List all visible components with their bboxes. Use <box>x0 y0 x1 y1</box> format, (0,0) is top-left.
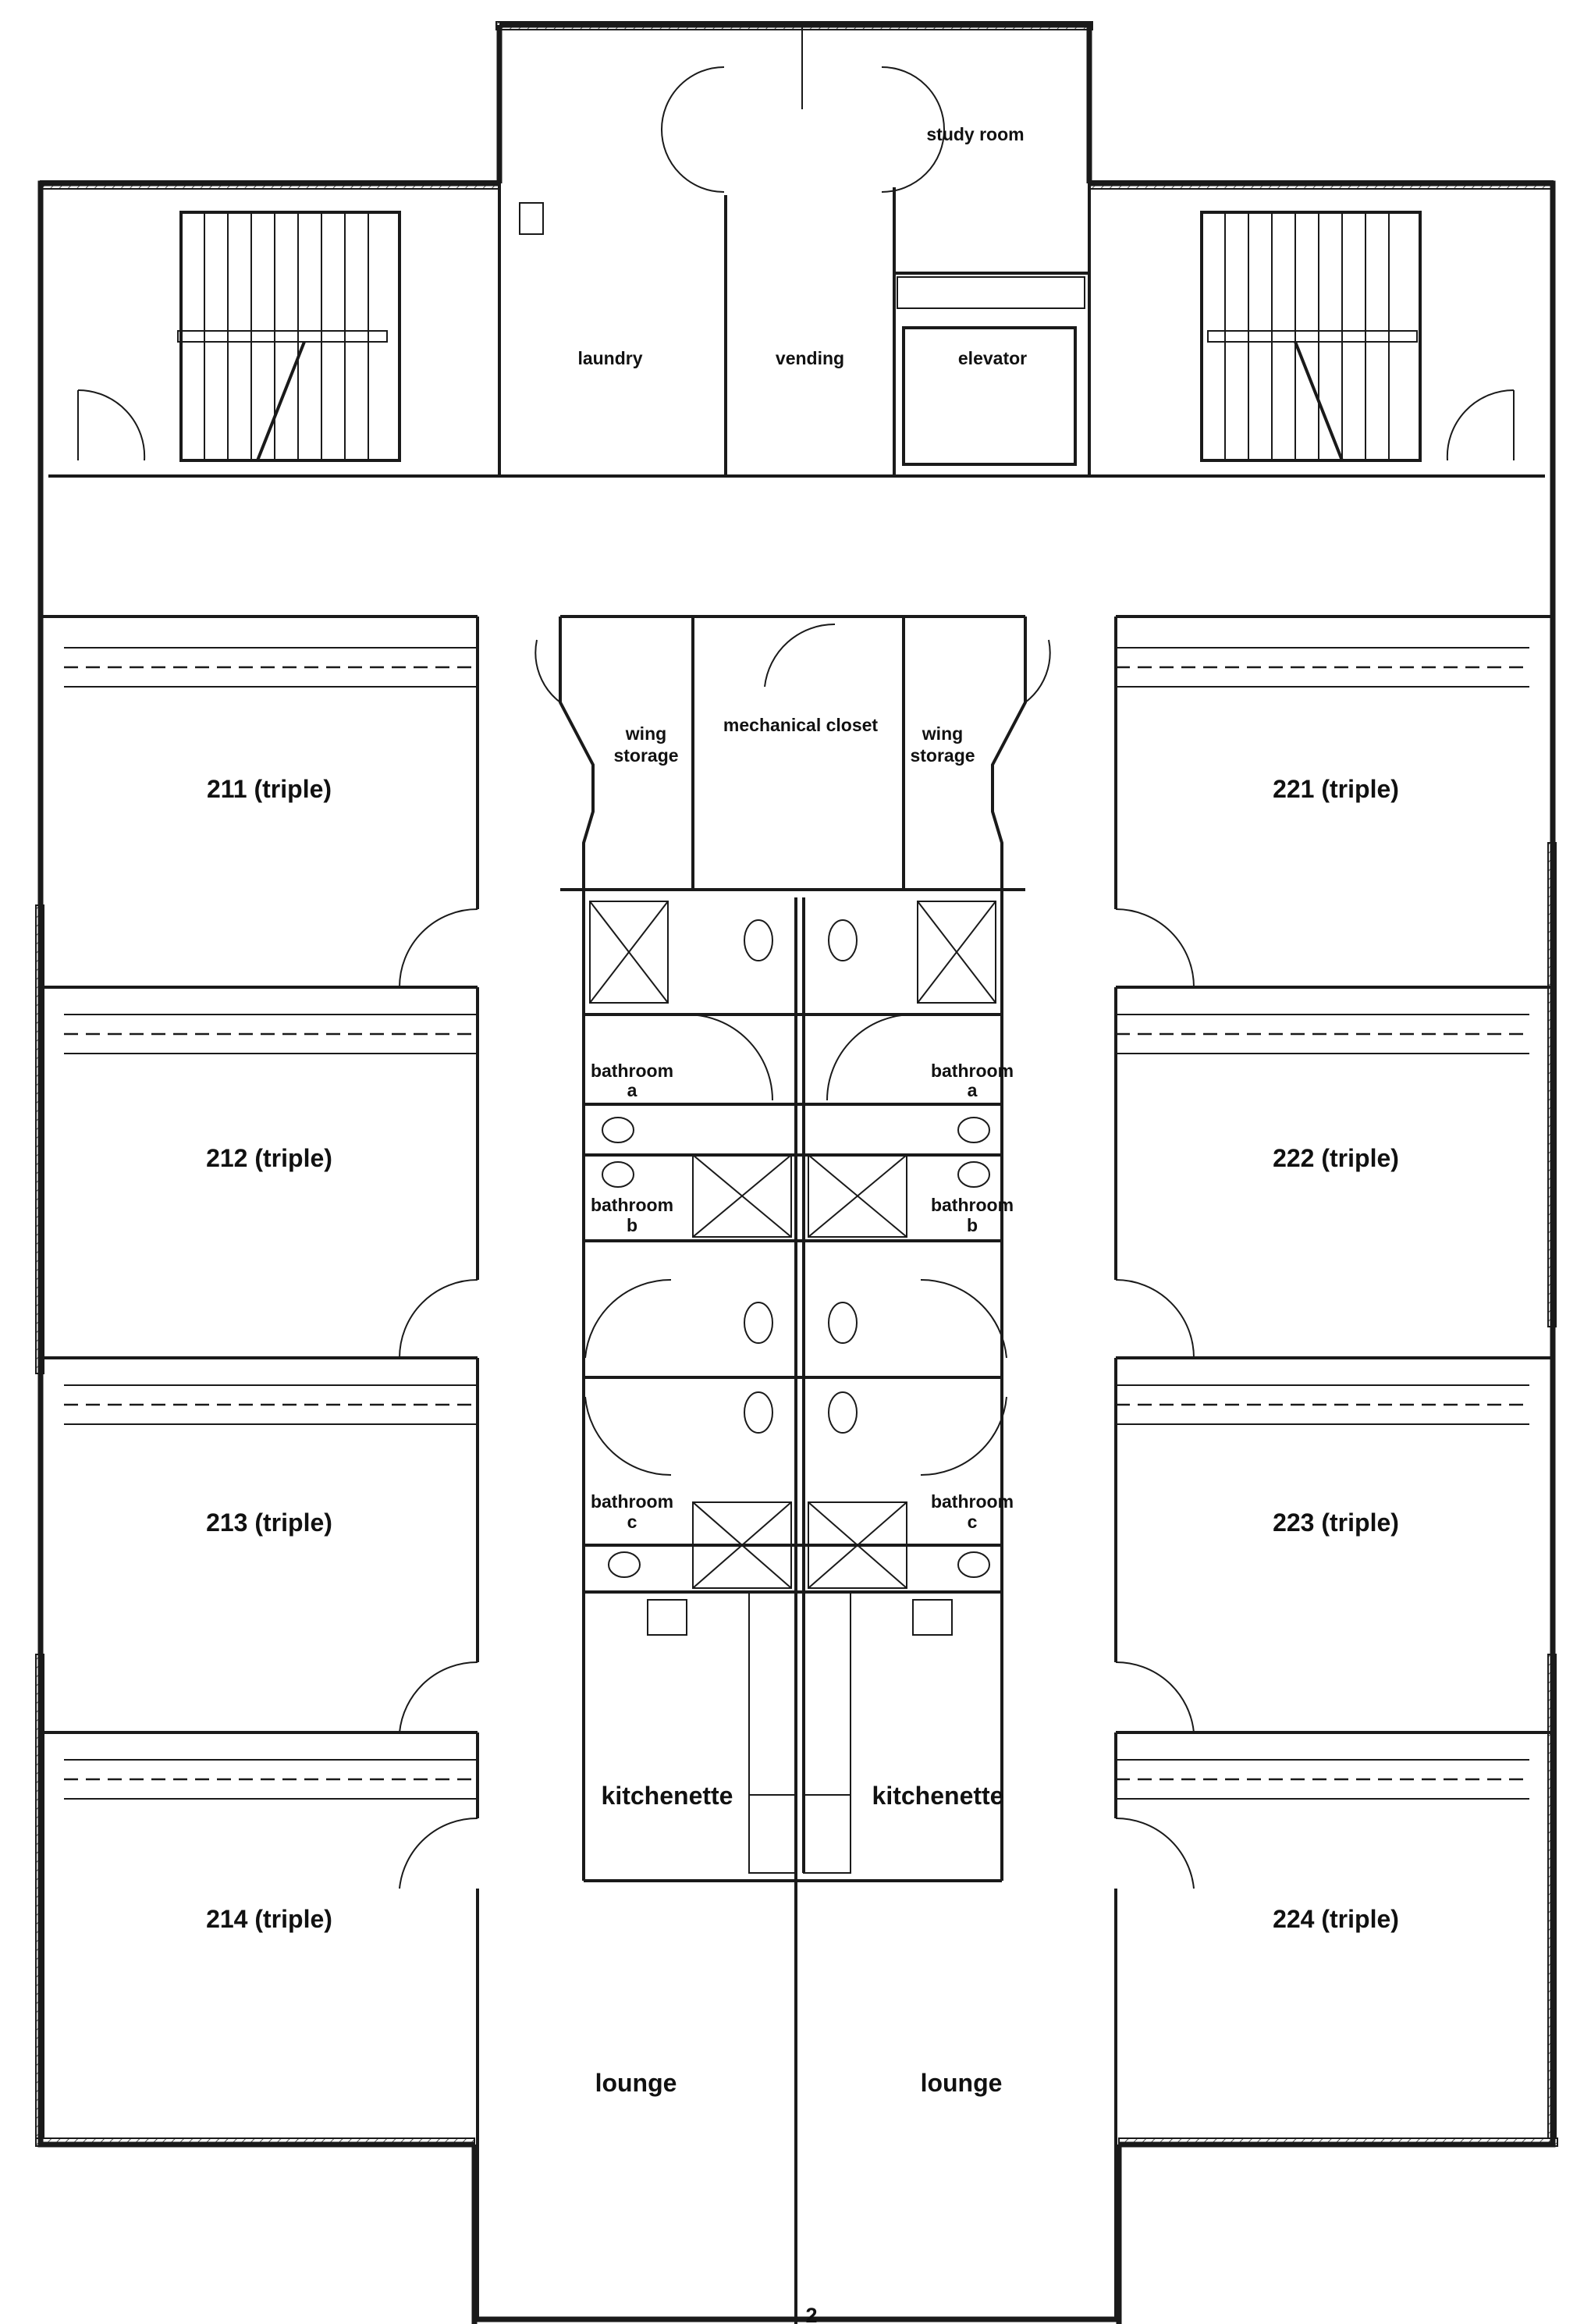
label-bathroom-a-right: bathroom <box>931 1061 1014 1081</box>
label-vending: vending <box>776 348 844 368</box>
label-bathroom-c-left: bathroom <box>591 1491 673 1512</box>
label-bathroom-a-right-letter: a <box>968 1080 978 1100</box>
label-room-224: 224 (triple) <box>1273 1905 1399 1933</box>
label-bathroom-c-left-letter: c <box>627 1512 637 1532</box>
label-wing-storage-left-2: storage <box>613 745 678 766</box>
label-laundry: laundry <box>577 348 642 368</box>
label-bathroom-b-right: bathroom <box>931 1195 1014 1215</box>
exterior-walls <box>35 21 1558 2324</box>
label-bathroom-b-left: bathroom <box>591 1195 673 1215</box>
label-bathroom-b-left-letter: b <box>627 1215 637 1235</box>
stair-left <box>77 211 401 462</box>
right-room-doors <box>1115 908 1195 1889</box>
core-walls <box>476 615 1117 2324</box>
left-room-walls <box>41 615 479 2145</box>
label-wing-storage-right-2: storage <box>910 745 975 766</box>
label-kitchenette-left: kitchenette <box>602 1782 733 1810</box>
label-study-room: study room <box>926 124 1024 144</box>
top-service-zone <box>48 25 1545 478</box>
left-room-doors <box>399 908 478 1889</box>
label-room-213: 213 (triple) <box>206 1508 332 1537</box>
label-lounge-right: lounge <box>921 2069 1003 2097</box>
label-room-222: 222 (triple) <box>1273 1144 1399 1172</box>
label-room-223: 223 (triple) <box>1273 1508 1399 1537</box>
left-room-closets <box>64 647 478 1800</box>
stair-right <box>1200 211 1515 462</box>
label-bathroom-b-right-letter: b <box>967 1215 978 1235</box>
label-room-214: 214 (triple) <box>206 1905 332 1933</box>
label-wing-storage-right-1: wing <box>922 723 963 744</box>
page-number: 2 <box>805 2304 817 2324</box>
label-elevator: elevator <box>958 348 1027 368</box>
right-room-walls <box>1114 615 1553 2145</box>
label-room-211: 211 (triple) <box>207 775 332 803</box>
label-bathroom-c-right: bathroom <box>931 1491 1014 1512</box>
label-bathroom-a-left: bathroom <box>591 1061 673 1081</box>
label-bathroom-c-right-letter: c <box>968 1512 978 1532</box>
label-lounge-left: lounge <box>595 2069 677 2097</box>
right-room-closets <box>1116 647 1529 1800</box>
label-bathroom-a-left-letter: a <box>627 1080 637 1100</box>
room-labels: study room laundry vending elevator wing… <box>206 124 1399 2324</box>
label-room-221: 221 (triple) <box>1273 775 1399 803</box>
label-kitchenette-right: kitchenette <box>872 1782 1004 1810</box>
label-mechanical-closet: mechanical closet <box>723 715 878 735</box>
label-wing-storage-left-1: wing <box>625 723 666 744</box>
label-room-212: 212 (triple) <box>206 1144 332 1172</box>
